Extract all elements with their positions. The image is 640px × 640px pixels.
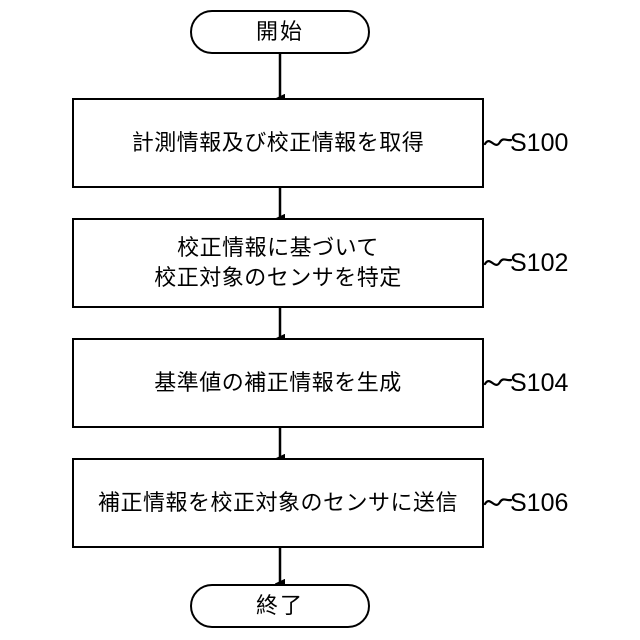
leader-squiggle-s104 — [484, 378, 512, 386]
node-start-label: 開始 — [255, 19, 304, 44]
leader-squiggle-s102 — [484, 258, 512, 266]
node-s106: 補正情報を校正対象のセンサに送信 — [72, 458, 484, 548]
leader-squiggle-s106 — [484, 498, 512, 506]
node-s100: 計測情報及び校正情報を取得 — [72, 98, 484, 188]
step-label-s106: S106 — [510, 489, 569, 517]
node-s104-label: 基準値の補正情報を生成 — [154, 370, 402, 395]
node-s102: 校正情報に基づいて 校正対象のセンサを特定 — [72, 218, 484, 308]
node-s102-label: 校正情報に基づいて 校正対象のセンサを特定 — [154, 235, 402, 290]
step-label-s102: S102 — [510, 249, 569, 277]
node-start: 開始 — [190, 10, 370, 54]
step-label-s100: S100 — [510, 129, 569, 157]
step-label-s104: S104 — [510, 369, 569, 397]
node-s104: 基準値の補正情報を生成 — [72, 338, 484, 428]
node-s100-label: 計測情報及び校正情報を取得 — [131, 130, 425, 155]
node-s106-label: 補正情報を校正対象のセンサに送信 — [97, 490, 458, 515]
leader-squiggle-s100 — [484, 138, 512, 146]
node-end-label: 終了 — [255, 593, 304, 618]
node-end: 終了 — [190, 584, 370, 628]
